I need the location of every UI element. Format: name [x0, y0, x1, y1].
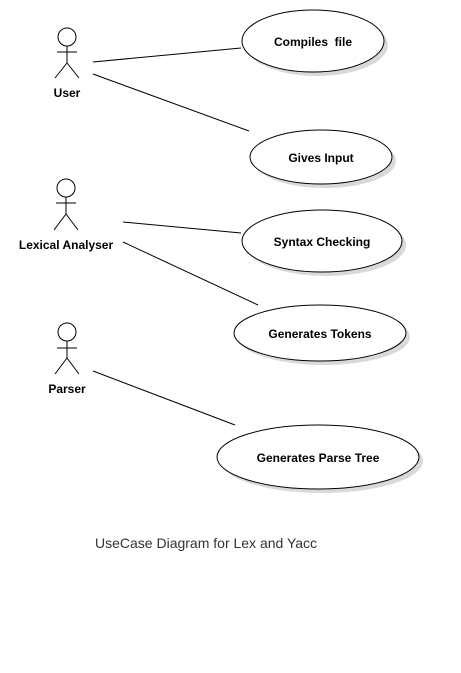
use-case-ellipse: [216, 424, 420, 490]
actor-left-leg: [54, 62, 68, 79]
use-case-gives-input[interactable]: Gives Input: [249, 129, 396, 188]
association-lexical-analyser-generates-tokens[interactable]: [122, 241, 259, 306]
actor-left-leg: [54, 357, 68, 375]
use-case-ellipse: [233, 304, 407, 362]
association-user-gives-input[interactable]: [92, 73, 250, 132]
actor-lexical-analyser[interactable]: [53, 178, 79, 231]
use-case-ellipse: [241, 9, 385, 73]
diagram-caption: UseCase Diagram for Lex and Yacc: [95, 535, 318, 551]
use-case-label-generates-parse-tree: Generates Parse Tree: [257, 451, 380, 465]
association-parser-generates-parse-tree[interactable]: [92, 370, 236, 426]
actor-right-leg: [66, 62, 80, 79]
use-case-compiles-file[interactable]: Compiles file: [241, 9, 388, 76]
actor-parser[interactable]: [54, 322, 80, 375]
actor-left-leg: [53, 213, 67, 231]
actor-right-leg: [66, 357, 80, 375]
actor-label-parser: Parser: [48, 382, 86, 396]
use-case-generates-tokens[interactable]: Generates Tokens: [233, 304, 410, 365]
use-case-generates-parse-tree[interactable]: Generates Parse Tree: [216, 424, 423, 493]
actor-label-lexical-analyser: Lexical Analyser: [19, 238, 114, 252]
use-case-ellipse: [249, 129, 393, 185]
use-case-label-compiles-file: Compiles file: [274, 35, 352, 49]
actor-user[interactable]: [54, 27, 80, 79]
actor-label-user: User: [54, 86, 81, 100]
actor-right-leg: [65, 213, 79, 231]
use-case-label-gives-input: Gives Input: [288, 151, 353, 165]
use-case-label-generates-tokens: Generates Tokens: [268, 327, 371, 341]
use-case-ellipse: [241, 209, 403, 273]
actor-head: [56, 178, 76, 198]
use-case-syntax-checking[interactable]: Syntax Checking: [241, 209, 406, 276]
associations: [92, 47, 259, 426]
association-lexical-analyser-syntax-checking[interactable]: [122, 221, 242, 234]
use-case-label-syntax-checking: Syntax Checking: [274, 235, 371, 249]
association-user-compiles-file[interactable]: [92, 47, 242, 63]
actor-head: [57, 27, 77, 47]
actor-head: [57, 322, 77, 342]
